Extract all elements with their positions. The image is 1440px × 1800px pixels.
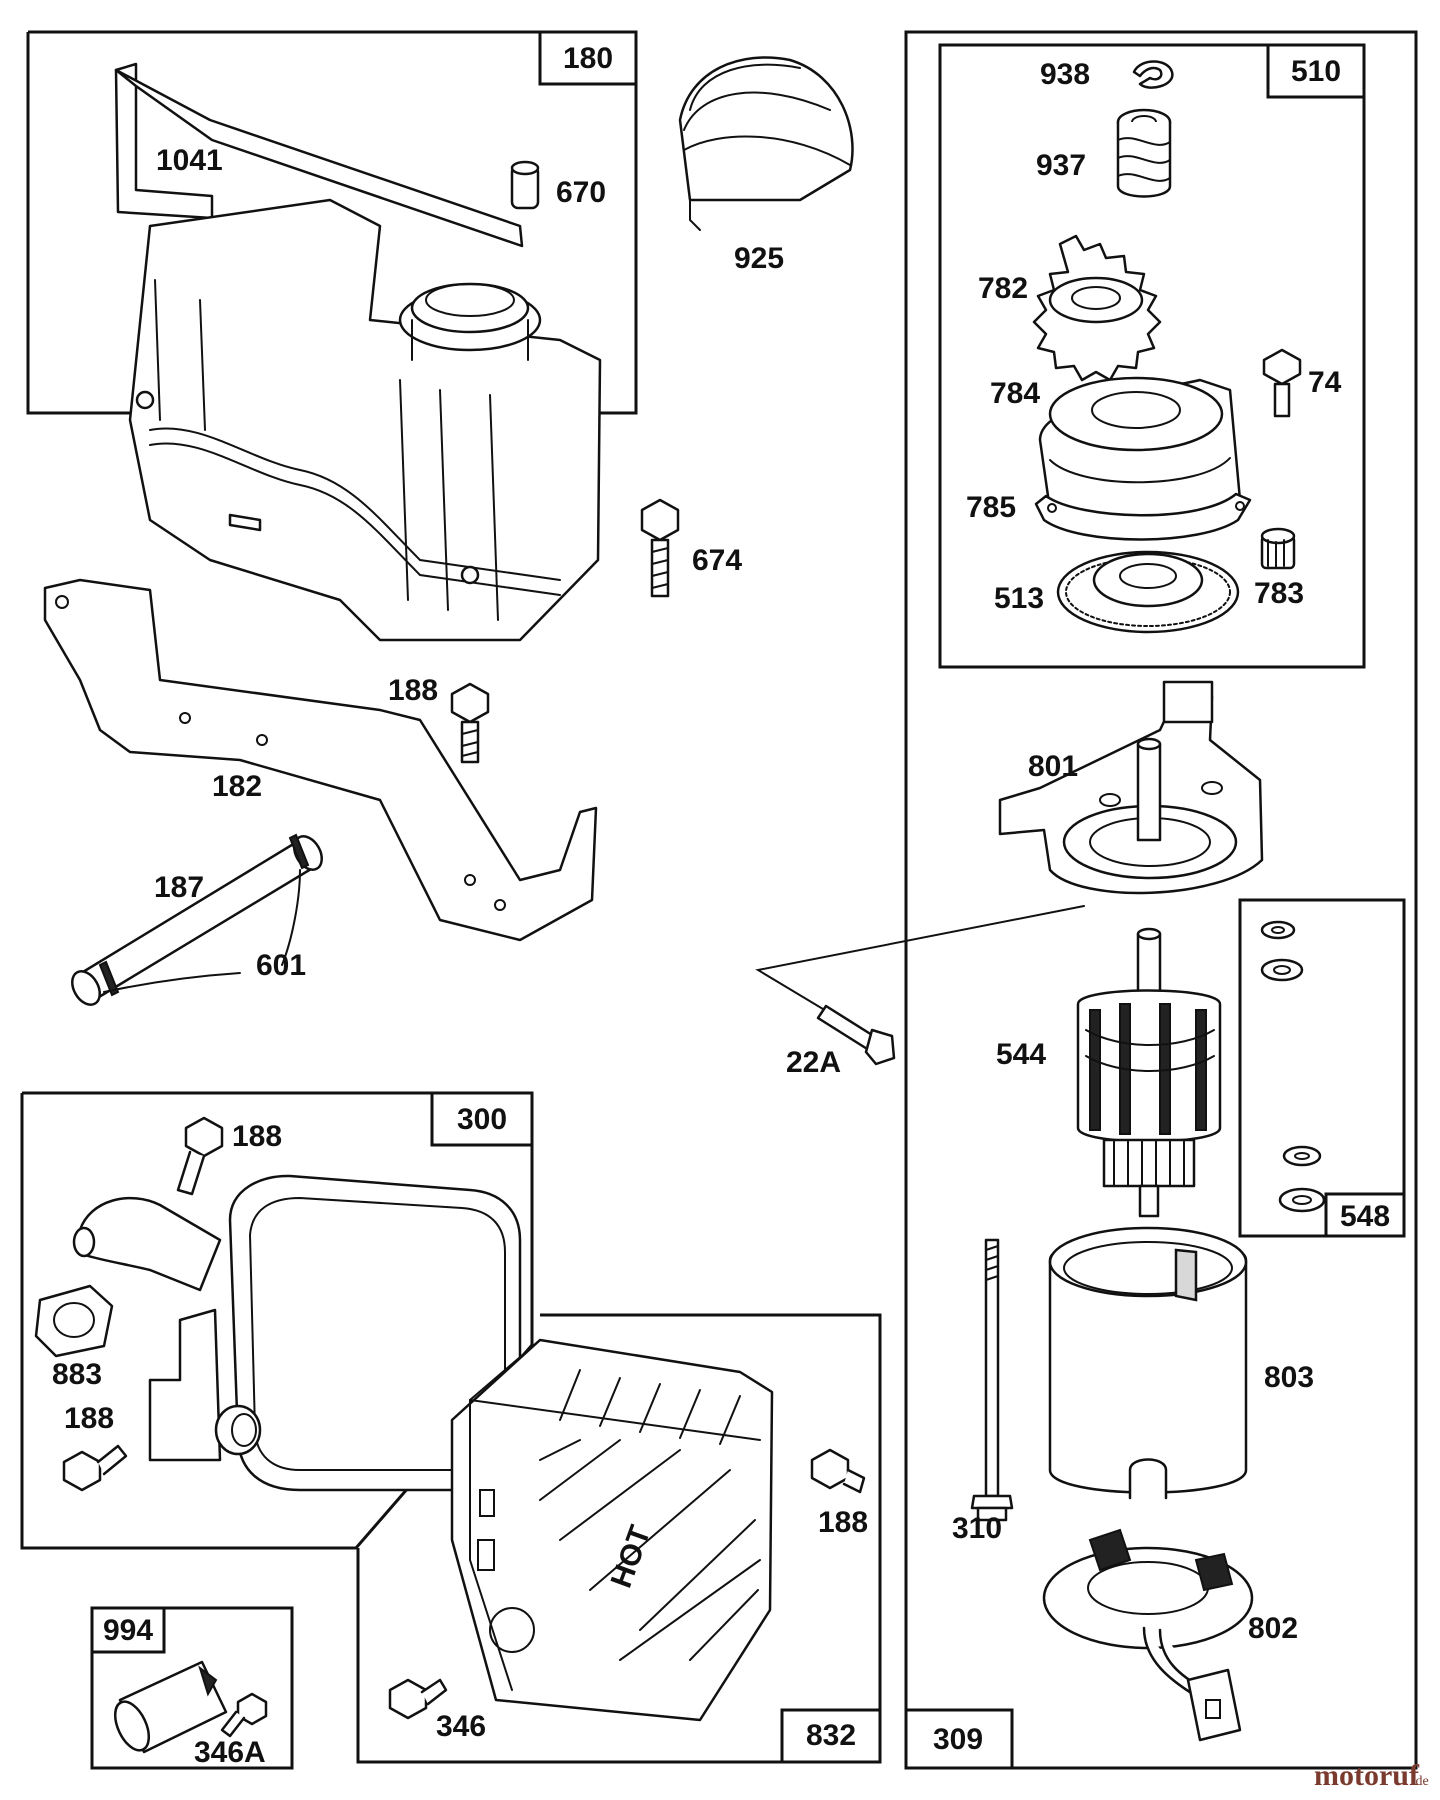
ring-gear-513 — [1056, 550, 1240, 634]
fuel-tank-bracket-1041 — [114, 62, 524, 248]
box-label-548: 548 — [1340, 1200, 1390, 1233]
exhaust-pipe — [72, 1196, 222, 1292]
pinion-783 — [1260, 527, 1296, 570]
muffler-body — [148, 1174, 522, 1492]
label-783: 783 — [1254, 577, 1304, 610]
label-182: 182 — [212, 770, 262, 803]
spacer-670 — [510, 160, 540, 210]
watermark-main: motoruf — [1314, 1759, 1420, 1792]
screw-346 — [388, 1678, 448, 1720]
screw-674 — [640, 498, 680, 598]
label-801: 801 — [1028, 750, 1078, 783]
label-674: 674 — [692, 544, 742, 577]
screw-22A — [816, 1004, 896, 1066]
box-label-510: 510 — [1291, 55, 1341, 88]
label-785: 785 — [966, 491, 1016, 524]
washers-548 — [1260, 920, 1326, 1213]
label-187: 187 — [154, 871, 204, 904]
leader-line-22A — [755, 905, 1085, 1025]
label-544: 544 — [996, 1038, 1046, 1071]
gasket-785 — [1034, 492, 1252, 541]
box-label-309: 309 — [933, 1723, 983, 1756]
label-883: 883 — [52, 1358, 102, 1391]
label-22A: 22A — [786, 1046, 841, 1079]
label-925: 925 — [734, 242, 784, 275]
label-74: 74 — [1308, 366, 1342, 399]
retaining-ring-938 — [1132, 60, 1174, 89]
label-782: 782 — [978, 272, 1028, 305]
drive-housing-784 — [1038, 376, 1242, 526]
part-labels: 1041 670 925 674 188 182 187 601 22A 188… — [52, 58, 1342, 1769]
assembly-box-510: 510 — [938, 43, 1366, 669]
brush-plate-802 — [1042, 1528, 1254, 1742]
label-513: 513 — [994, 582, 1044, 615]
drive-spring-937 — [1116, 108, 1172, 198]
label-802: 802 — [1248, 1612, 1298, 1645]
label-346: 346 — [436, 1710, 486, 1743]
box-label-832: 832 — [806, 1719, 856, 1752]
watermark-suffix: .de — [1412, 1774, 1429, 1789]
heat-shield-832: HOT — [450, 1338, 774, 1722]
box-label-994: 994 — [103, 1614, 153, 1647]
assembly-box-548: 548 — [1238, 898, 1406, 1238]
label-601: 601 — [256, 949, 306, 982]
tank-bracket-182 — [43, 578, 598, 942]
box-label-300: 300 — [457, 1103, 507, 1136]
motor-frame-803 — [1048, 1226, 1248, 1500]
label-188-right: 188 — [818, 1506, 868, 1539]
label-937: 937 — [1036, 149, 1086, 182]
label-346A: 346A — [194, 1736, 266, 1769]
watermark: motoruf .de — [1314, 1759, 1429, 1792]
bolt-188-muffler — [176, 1116, 224, 1196]
assembly-box-180: 180 — [26, 30, 638, 415]
label-310: 310 — [952, 1512, 1002, 1545]
bolt-188-left — [62, 1444, 128, 1492]
adapter-994 — [113, 1660, 228, 1754]
label-784: 784 — [990, 377, 1040, 410]
fuel-line-187 — [71, 833, 323, 1006]
label-188-left: 188 — [64, 1402, 114, 1435]
assembly-box-832: 832 — [356, 1313, 882, 1764]
label-938: 938 — [1040, 58, 1090, 91]
label-670: 670 — [556, 176, 606, 209]
assembly-box-994: 994 — [90, 1606, 294, 1770]
label-1041: 1041 — [156, 144, 223, 177]
end-cap-801 — [998, 680, 1264, 895]
label-188-muffler: 188 — [232, 1120, 282, 1153]
armature-544 — [1076, 927, 1222, 1218]
assembly-box-309: 309 — [904, 30, 1418, 1770]
bolt-188-right — [810, 1448, 866, 1494]
label-803: 803 — [1264, 1361, 1314, 1394]
drive-gear-782 — [1032, 234, 1162, 382]
fuel-tank-body — [128, 198, 602, 642]
screw-74 — [1262, 348, 1302, 418]
fuel-cap-925 — [678, 56, 854, 231]
box-label-180: 180 — [563, 42, 613, 75]
bolt-188-top — [450, 682, 490, 764]
label-188-top: 188 — [388, 674, 438, 707]
through-bolt-310 — [970, 1238, 1014, 1522]
gasket-883 — [34, 1284, 114, 1358]
screw-346A — [220, 1692, 268, 1738]
